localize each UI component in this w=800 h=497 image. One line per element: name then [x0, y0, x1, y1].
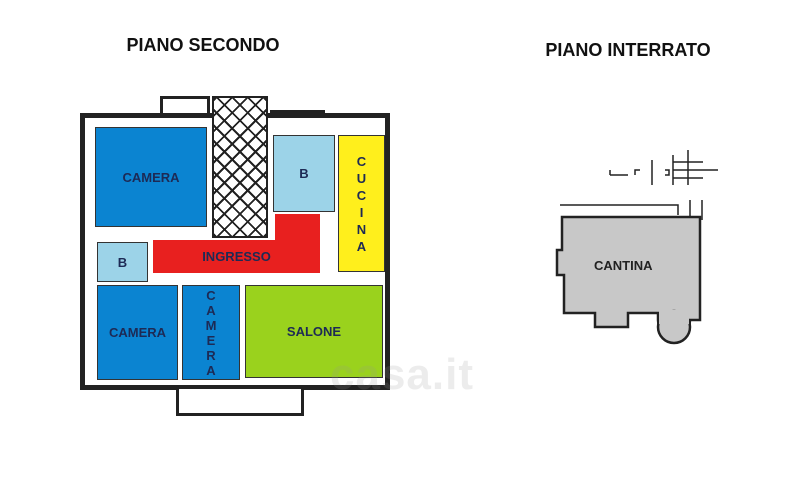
stairwell-lattice — [212, 96, 268, 238]
room-salone: SALONE — [245, 285, 383, 378]
balcony-bottom — [176, 386, 304, 416]
title-piano-secondo: PIANO SECONDO — [126, 35, 280, 55]
entrance-upper-part — [275, 214, 320, 244]
room-camera-vertical: C A M E R A — [182, 285, 240, 380]
kitchen-letter: A — [356, 238, 367, 254]
camera-letter: E — [206, 332, 216, 348]
room-cantina: CANTINA — [594, 258, 653, 273]
camera-letter: R — [206, 347, 216, 363]
kitchen-letter: C — [356, 153, 367, 169]
room-camera-top: CAMERA — [95, 127, 207, 227]
kitchen-letter: U — [356, 170, 367, 186]
room-camera-bottom-left: CAMERA — [97, 285, 178, 380]
camera-letter: M — [205, 317, 217, 333]
room-ingresso: INGRESSO — [153, 240, 320, 273]
room-bath-small: B — [97, 242, 148, 282]
room-cucina: C U C I N A — [338, 135, 385, 272]
basement-stair-sketch — [560, 150, 718, 220]
title-piano-interrato: PIANO INTERRATO — [545, 40, 711, 60]
camera-letter: A — [206, 302, 216, 318]
watermark-casa-it: casa.it — [330, 350, 474, 399]
camera-letter: A — [206, 362, 216, 378]
cellar-outline — [555, 215, 702, 345]
room-bath-top: B — [273, 135, 335, 212]
kitchen-letter: N — [356, 221, 367, 237]
kitchen-letter: I — [359, 204, 364, 220]
kitchen-letter: C — [356, 187, 367, 203]
camera-letter: C — [206, 287, 216, 303]
